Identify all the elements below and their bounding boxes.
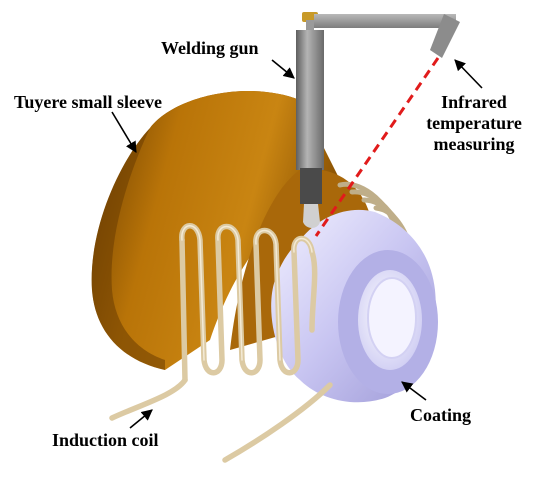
label-infrared: Infrared temperature measuring (404, 92, 544, 155)
infrared-arm (314, 14, 460, 58)
gun-nozzle (303, 204, 320, 228)
induction-coil-highlight (181, 225, 313, 361)
label-coating: Coating (410, 405, 472, 425)
arrow-welding-gun (271, 59, 295, 79)
infrared-beam (314, 57, 440, 237)
coating-end-hole (367, 277, 417, 359)
arrow-coating (401, 381, 427, 401)
label-welding-gun: Welding gun (161, 38, 259, 58)
sleeve-rim (91, 128, 165, 370)
label-tuyere-sleeve: Tuyere small sleeve (14, 92, 162, 112)
label-induction-coil: Induction coil (52, 430, 159, 450)
arrow-tuyere-sleeve (111, 111, 137, 153)
gun-stem (306, 20, 314, 32)
label-infrared-line1: Infrared (441, 92, 507, 112)
label-infrared-line3: measuring (433, 134, 515, 154)
label-infrared-line2: temperature (426, 113, 522, 133)
coating (271, 209, 438, 403)
arrow-infrared (454, 59, 483, 89)
sleeve-body (91, 90, 340, 370)
induction-coil-front (109, 223, 333, 463)
arm-horizontal (314, 14, 456, 28)
gun-body (296, 30, 324, 170)
callout-arrows (111, 59, 483, 429)
arrow-induction-coil (129, 409, 153, 429)
gun-lower (300, 168, 322, 204)
arm-drop (430, 14, 460, 58)
coil-lead-front (222, 382, 333, 463)
welding-gun (296, 12, 324, 228)
